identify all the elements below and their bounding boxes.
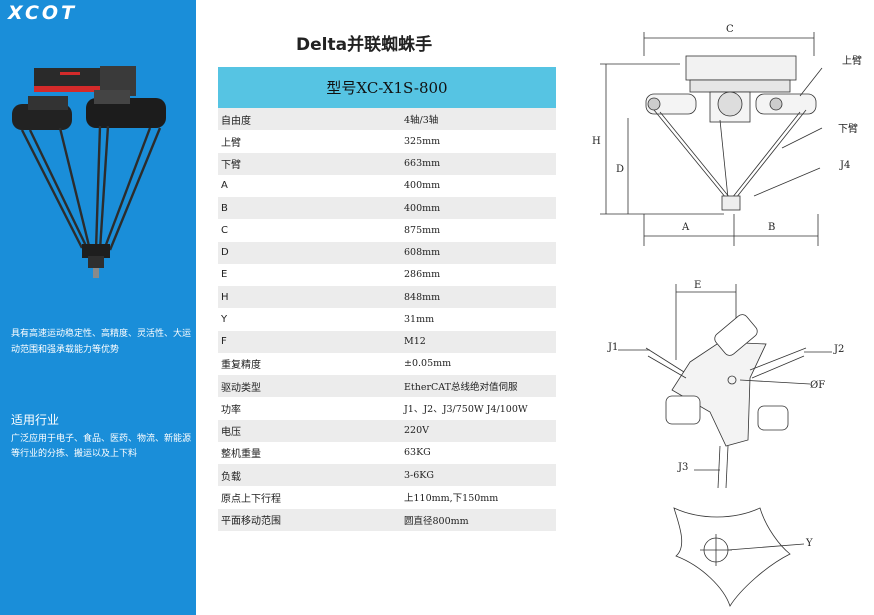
robot-photo [12,66,166,278]
dim-label-e: E [694,280,701,291]
spec-row: D 608mm [218,241,556,264]
spec-label: 平面移动范围 [221,516,281,528]
spec-value: 3-6KG [404,469,434,481]
spec-row: 自由度 4轴/3轴 [218,108,556,131]
industry-text: 广泛应用于电子、食品、医药、物流、新能源等行业的分拣、搬运以及上下料 [11,434,192,459]
spec-row: 整机重量 63KG [218,441,556,464]
spec-row: 功率 J1、J2、J3/750W J4/100W [218,397,556,420]
spec-row: H 848mm [218,286,556,309]
spec-label: 上臂 [221,137,241,149]
spec-row: 平面移动范围 圆直径800mm [218,508,556,531]
spec-table-header: 型号XC-X1S-800 [218,67,556,108]
brand-logo: XCOT [8,2,78,24]
label-j2: J2 [833,344,844,355]
label-lower-arm: 下臂 [838,122,858,135]
spec-value: 663mm [404,158,441,170]
label-phi-f: ØF [810,380,825,391]
spec-row: A 400mm [218,174,556,197]
spec-value: 608mm [404,247,441,259]
dim-label-b: B [768,222,775,233]
label-j4: J4 [839,160,850,171]
spec-label: H [221,291,229,303]
spec-label: F [221,336,227,348]
product-title: Delta并联蜘蛛手 [296,35,433,55]
spec-label: 负载 [221,471,241,483]
spec-value: 875mm [404,224,441,236]
spec-row: 电压 220V [218,419,556,442]
label-j3: J3 [677,462,688,473]
spec-row: Y 31mm [218,308,556,331]
feature-text: 具有高速运动稳定性、高精度、灵活性、大运动范围和强承载能力等优势 [11,329,192,355]
spec-label: 原点上下行程 [221,493,281,505]
spec-value: 286mm [404,269,441,281]
spec-value: 63KG [404,447,431,459]
dim-label-d: D [616,164,624,175]
spec-row: 原点上下行程 上110mm,下150mm [218,486,556,509]
spec-value: M12 [404,336,426,348]
spec-label: 驱动类型 [221,382,261,394]
label-upper-arm: 上臂 [842,54,862,67]
spec-row: 重复精度 ±0.05mm [218,352,556,375]
spec-label: B [221,202,228,214]
spec-row: 上臂 325mm [218,130,556,153]
spec-row: 下臂 663mm [218,152,556,175]
spec-label: Y [221,313,228,325]
spec-value: 4轴/3轴 [404,115,439,127]
spec-row: C 875mm [218,219,556,242]
spec-value: J1、J2、J3/750W J4/100W [404,404,528,416]
spec-label: 自由度 [221,115,251,127]
technical-drawings: C 上臂 下臂 J4 H D A B E J1 J2 ØF J3 Y [592,24,862,607]
dim-label-c: C [726,24,734,35]
spec-row: 驱动类型 EtherCAT总线绝对值伺服 [218,375,556,398]
spec-row: 负载 3-6KG [218,464,556,487]
spec-label: 下臂 [221,160,241,172]
spec-value: 400mm [404,202,441,214]
spec-value: 上110mm,下150mm [404,493,499,505]
spec-label: C [221,224,228,236]
spec-row: F M12 [218,330,556,353]
spec-value: 325mm [404,135,441,147]
dim-label-a: A [681,222,690,233]
sidebar-panel: XCOT 具有高速运动稳定性、高精度、灵活性、大运动范围和强承载能力等优势 适用… [0,0,196,615]
dim-label-h: H [592,136,601,147]
spec-label: 整机重量 [221,449,261,461]
spec-value: 848mm [404,291,441,303]
label-j1: J1 [607,342,618,353]
spec-value: 220V [404,425,429,437]
spec-value: 400mm [404,180,441,192]
spec-label: 功率 [221,404,241,416]
label-y: Y [805,538,813,549]
industry-title: 适用行业 [11,413,60,427]
spec-label: 电压 [221,427,241,439]
spec-row: B 400mm [218,197,556,220]
spec-row: E 286mm [218,263,556,286]
spec-label: E [221,269,228,281]
spec-value: 圆直径800mm [404,515,469,527]
spec-value: EtherCAT总线绝对值伺服 [404,382,518,394]
spec-label: A [221,180,228,192]
robot-logo-mark [60,72,80,75]
spec-label: 重复精度 [221,360,261,372]
spec-value: ±0.05mm [404,358,452,370]
spec-value: 31mm [404,313,435,325]
spec-label: D [221,247,229,259]
